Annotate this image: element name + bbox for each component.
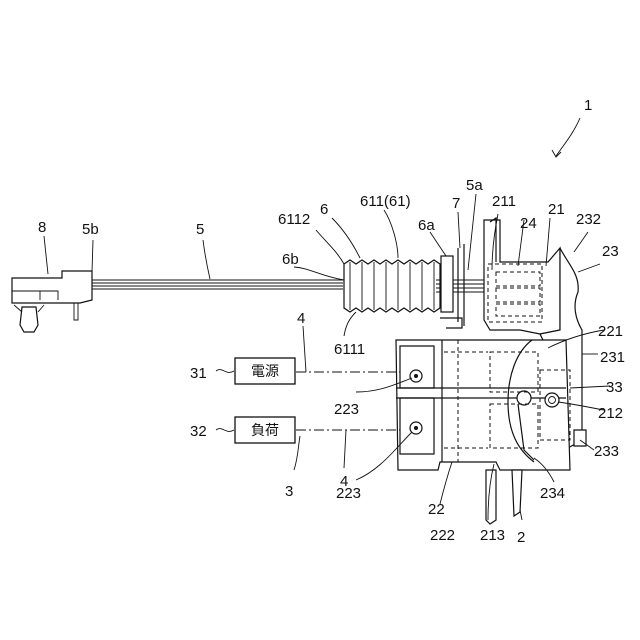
label-22: 22 bbox=[428, 501, 445, 518]
label-4a: 4 bbox=[297, 310, 305, 327]
label-6a: 6a bbox=[418, 217, 435, 234]
label-6111: 6111 bbox=[334, 341, 365, 358]
label-5a: 5a bbox=[466, 177, 483, 194]
label-212: 212 bbox=[598, 405, 623, 422]
label-1: 1 bbox=[584, 97, 592, 114]
label-232: 232 bbox=[576, 211, 601, 228]
label-223a: 223 bbox=[334, 401, 359, 418]
label-31: 31 bbox=[190, 365, 207, 382]
label-32: 32 bbox=[190, 423, 207, 440]
label-6b: 6b bbox=[282, 251, 299, 268]
label-7: 7 bbox=[452, 195, 460, 212]
label-5: 5 bbox=[196, 221, 204, 238]
label-611: 611(61) bbox=[360, 193, 411, 210]
label-2: 2 bbox=[517, 529, 525, 546]
label-3: 3 bbox=[285, 483, 293, 500]
label-21: 21 bbox=[548, 201, 565, 218]
label-234: 234 bbox=[540, 485, 565, 502]
label-223b: 223 bbox=[336, 485, 361, 502]
label-8: 8 bbox=[38, 219, 46, 236]
label-24: 24 bbox=[520, 215, 537, 232]
power-box-label: 電源 bbox=[251, 364, 279, 380]
label-213: 213 bbox=[480, 527, 505, 544]
label-6: 6 bbox=[320, 201, 328, 218]
label-23: 23 bbox=[602, 243, 619, 260]
label-231: 231 bbox=[600, 349, 625, 366]
label-6112: 6112 bbox=[278, 211, 310, 228]
connector-8 bbox=[12, 271, 92, 332]
label-222: 222 bbox=[430, 527, 455, 544]
label-211: 211 bbox=[492, 193, 516, 210]
label-5b: 5b bbox=[82, 221, 99, 238]
label-233: 233 bbox=[594, 443, 619, 460]
load-box: 負荷 bbox=[235, 417, 295, 443]
cable-5 bbox=[92, 280, 490, 292]
load-box-label: 負荷 bbox=[251, 423, 279, 439]
power-box: 電源 bbox=[235, 358, 295, 384]
label-33: 33 bbox=[606, 379, 623, 396]
label-221: 221 bbox=[598, 323, 623, 340]
